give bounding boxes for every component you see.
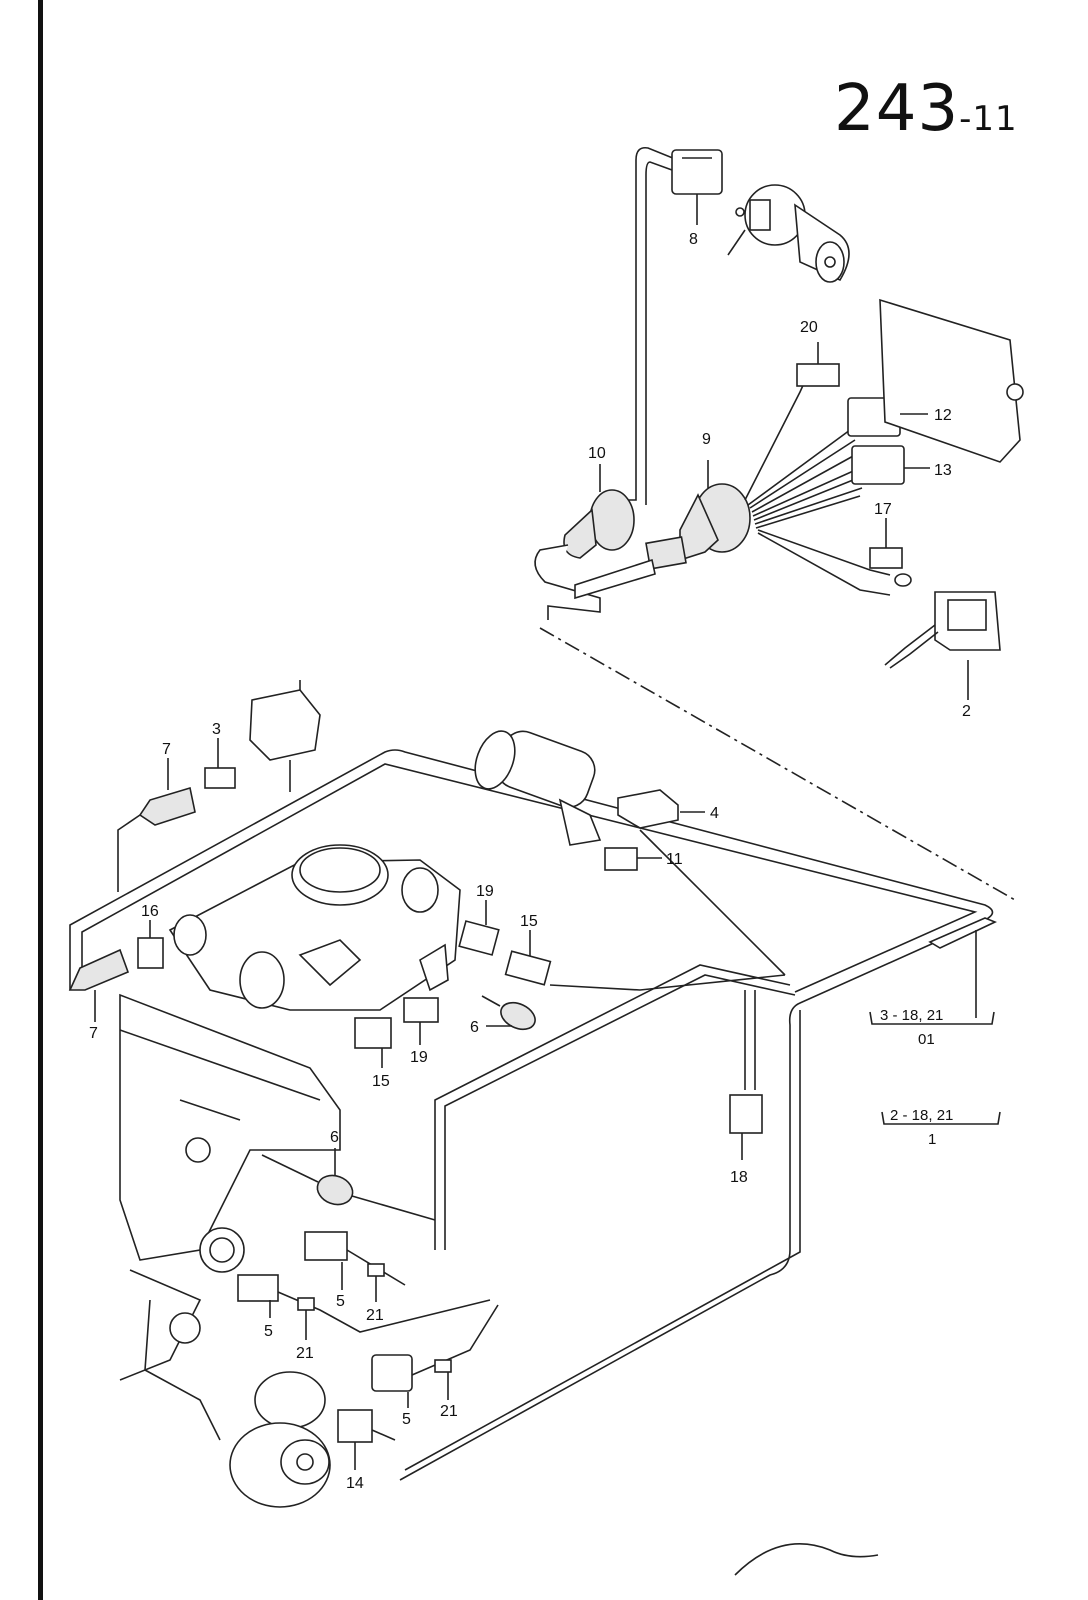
page-reference-main: 243 <box>834 72 960 146</box>
control-unit <box>879 298 1021 463</box>
callout-5-lower: 5 <box>402 1411 411 1428</box>
callout-9: 9 <box>702 431 711 448</box>
callout-5-left: 5 <box>264 1323 273 1340</box>
scan-edge <box>38 0 43 1600</box>
callout-2: 2 <box>962 703 971 720</box>
callout-19-lower: 19 <box>410 1049 428 1066</box>
connector-20 <box>796 363 840 387</box>
connector-16 <box>137 937 164 969</box>
callout-19-upper: 19 <box>476 883 494 900</box>
separator-line <box>539 627 1016 901</box>
connector-14 <box>337 1409 373 1443</box>
sensor-6-lower <box>261 1154 436 1221</box>
connector-5-lower <box>371 1304 499 1392</box>
callout-11: 11 <box>666 851 683 868</box>
group-bracket-01: 3 - 18, 21 01 <box>869 930 995 1048</box>
oil-pressure-sender <box>229 1371 331 1508</box>
callout-21-left: 21 <box>296 1345 314 1362</box>
callout-13: 13 <box>934 462 952 479</box>
connector-4 <box>617 789 679 829</box>
callout-8: 8 <box>689 231 698 248</box>
connector-7-upper <box>138 786 196 826</box>
callout-6-lower: 6 <box>330 1129 339 1146</box>
connector-3 <box>204 767 236 789</box>
idle-switch <box>249 680 321 792</box>
ignition-coil <box>474 730 602 846</box>
pen-mark <box>734 1543 879 1576</box>
group-code-1: 1 <box>928 1131 936 1148</box>
callout-7-upper: 7 <box>162 741 171 758</box>
callout-10: 10 <box>588 445 606 462</box>
grommet-9 <box>574 483 751 600</box>
callout-5-mid: 5 <box>336 1293 345 1310</box>
connector-7-lower <box>68 948 130 991</box>
lower-harness-assembly <box>68 680 998 1508</box>
connector-19-upper <box>458 920 500 956</box>
wiper-motor <box>727 184 850 283</box>
callout-16: 16 <box>141 903 159 920</box>
connector-5-mid <box>304 1231 406 1286</box>
callout-7-lower: 7 <box>89 1025 98 1042</box>
harness-tube-upper-inner <box>645 161 673 505</box>
group-bracket-1: 2 - 18, 21 1 <box>881 1107 1001 1148</box>
wire-fan <box>744 369 891 596</box>
throttle-body <box>168 844 461 1011</box>
group-range-1: 2 - 18, 21 <box>890 1107 953 1124</box>
upper-harness-assembly <box>534 146 1024 669</box>
connector-17 <box>869 547 903 569</box>
connector-15-upper <box>504 950 552 986</box>
callout-21-lower: 21 <box>440 1403 458 1420</box>
grommet-10 <box>534 489 635 620</box>
sensor-6-upper <box>500 1001 536 1031</box>
callout-14: 14 <box>346 1475 364 1492</box>
callout-6-upper: 6 <box>470 1019 479 1036</box>
connector-5-left <box>237 1274 491 1333</box>
callout-17: 17 <box>874 501 892 518</box>
connector-19-lower <box>403 997 439 1023</box>
callout-leaders <box>94 215 969 1470</box>
group-code-01: 01 <box>918 1031 935 1048</box>
page-reference-suffix: -11 <box>959 99 1018 139</box>
harness-sleeve <box>928 917 998 949</box>
callout-18: 18 <box>730 1169 748 1186</box>
callout-15-upper: 15 <box>520 913 538 930</box>
callout-20: 20 <box>800 319 818 336</box>
callout-3: 3 <box>212 721 221 738</box>
connector-13 <box>851 445 905 485</box>
connector-18 <box>729 1094 763 1134</box>
connector-11 <box>604 847 638 871</box>
page-reference: 243-11 <box>834 72 1018 146</box>
group-range-01: 3 - 18, 21 <box>880 1007 943 1024</box>
callout-4: 4 <box>710 805 719 822</box>
callout-21-mid: 21 <box>366 1307 384 1324</box>
engine-block <box>119 993 341 1441</box>
callout-12: 12 <box>934 407 952 424</box>
callout-labels: 8 20 12 13 17 10 9 2 3 7 4 11 16 7 19 15… <box>89 231 971 1492</box>
connector-8 <box>671 149 723 195</box>
relay-2 <box>884 591 1001 669</box>
connector-15-lower <box>354 1017 392 1049</box>
callout-15-lower: 15 <box>372 1073 390 1090</box>
